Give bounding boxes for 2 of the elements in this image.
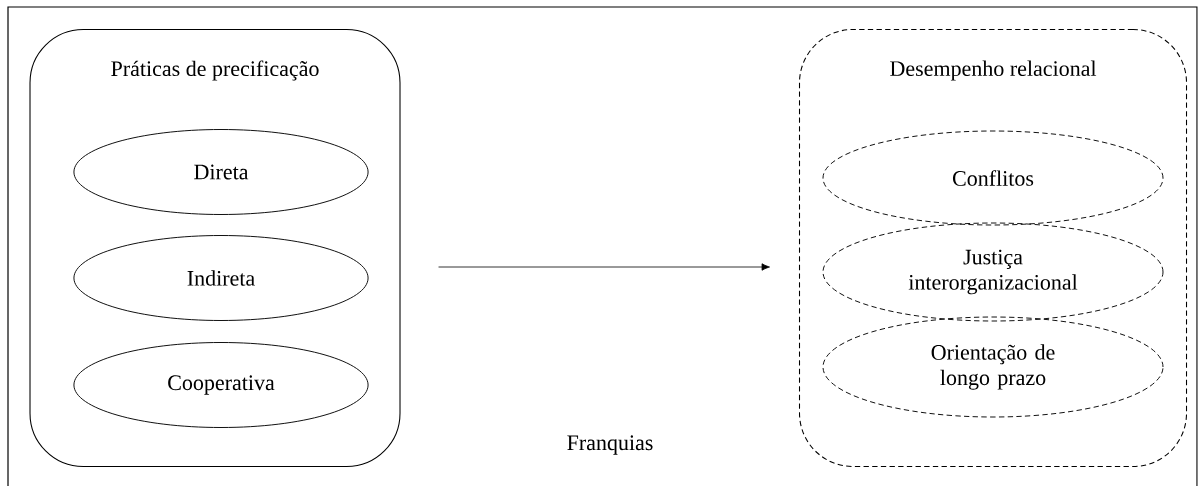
context-label: Franquias [567, 435, 653, 455]
arrow [438, 263, 770, 271]
